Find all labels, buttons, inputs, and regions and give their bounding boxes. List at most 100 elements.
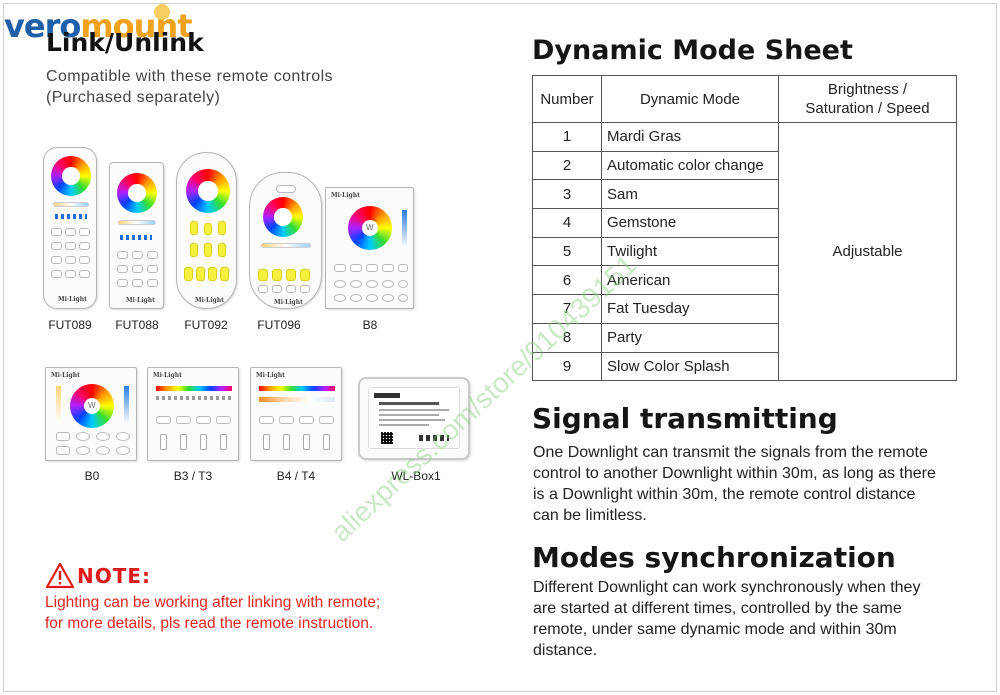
color-wheel-icon (117, 173, 157, 213)
row-number: 9 (532, 351, 602, 382)
button (147, 251, 158, 259)
zone-button (300, 269, 310, 281)
button (132, 251, 143, 259)
button (299, 416, 314, 424)
brightness-bar (261, 243, 311, 248)
header-brightness-line-2: Saturation / Speed (805, 100, 930, 117)
button (286, 285, 296, 293)
button (366, 294, 378, 302)
button (259, 416, 274, 424)
button (350, 294, 362, 302)
button (65, 228, 76, 236)
box-text-line (379, 419, 445, 421)
header-brightness: Brightness / Saturation / Speed (778, 75, 957, 123)
certification-marks (419, 435, 449, 441)
row-number: 5 (532, 236, 602, 267)
button (176, 416, 191, 424)
button (398, 280, 408, 288)
button (272, 285, 282, 293)
level-dots (156, 396, 232, 400)
zone-button (258, 269, 268, 281)
compat-line-1: Compatible with these remote controls (46, 68, 333, 85)
button (79, 228, 90, 236)
row-number: 2 (532, 150, 602, 181)
color-strip (156, 386, 232, 391)
remote-brand: Mi·Light (331, 192, 360, 199)
button (76, 446, 90, 455)
color-wheel-icon (263, 197, 303, 237)
header-dynamic-mode: Dynamic Mode (601, 75, 779, 123)
note-line-2: for more details, pls read the remote in… (45, 615, 374, 632)
row-mode: Party (601, 322, 779, 353)
signal-line-4: can be limitless. (533, 507, 647, 524)
button (51, 242, 62, 250)
box-logo-bar (374, 393, 400, 398)
row-mode: Mardi Gras (601, 122, 779, 152)
row-number: 6 (532, 265, 602, 296)
button (65, 256, 76, 264)
level-dots (55, 214, 87, 219)
remote-brand: Mi·Light (58, 296, 87, 303)
level-dots (120, 235, 152, 240)
warm-strip (259, 397, 335, 402)
qr-code-icon (381, 432, 393, 444)
note-block: NOTE: Lighting can be working after link… (45, 562, 380, 634)
signal-transmitting-text: One Downlight can transmit the signals f… (533, 442, 936, 526)
label-fut089: FUT089 (48, 318, 92, 332)
sync-line-1: Different Downlight can work synchronous… (533, 579, 921, 596)
label-b4-t4: B4 / T4 (276, 469, 316, 483)
remote-brand: Mi·Light (256, 372, 285, 379)
label-wl-box1: WL-Box1 (391, 469, 441, 483)
box-title-bar (379, 402, 439, 405)
table-row: 4 Gemstone (532, 208, 957, 238)
color-wheel-icon (70, 384, 114, 428)
zone-switch (283, 434, 290, 450)
brightness-bar (118, 220, 156, 225)
label-fut092: FUT092 (184, 318, 228, 332)
modes-synchronization-text: Different Downlight can work synchronous… (533, 577, 920, 661)
compat-line-2: (Purchased separately) (46, 89, 221, 106)
button (79, 242, 90, 250)
table-row: 8 Party (532, 322, 957, 353)
zone-button (218, 243, 226, 257)
button (51, 270, 62, 278)
signal-line-1: One Downlight can transmit the signals f… (533, 444, 928, 461)
remote-b4-t4-image: Mi·Light (250, 367, 342, 461)
logo-part-1: vero (4, 7, 81, 45)
label-b0: B0 (84, 469, 100, 483)
row-mode: Sam (601, 179, 779, 210)
remote-brand: Mi·Light (195, 297, 224, 304)
table-row: 9 Slow Color Splash (532, 351, 957, 382)
logo-part-2: mount (80, 7, 192, 45)
row-number: 1 (532, 122, 602, 152)
zone-switch (303, 434, 310, 450)
button (65, 242, 76, 250)
row-mode: Twilight (601, 236, 779, 267)
box-text-line (379, 414, 439, 416)
header-brightness-line-1: Brightness / (827, 81, 908, 98)
zone-button (204, 243, 212, 257)
zone-button (196, 267, 205, 281)
zone-switch (160, 434, 167, 450)
button (76, 432, 90, 441)
button (366, 280, 378, 288)
label-fut096: FUT096 (257, 318, 301, 332)
button (96, 432, 110, 441)
zone-switch (180, 434, 187, 450)
button (258, 285, 268, 293)
button (117, 279, 128, 287)
color-wheel-icon (348, 206, 392, 250)
button (382, 280, 394, 288)
button (79, 256, 90, 264)
zone-button (190, 243, 198, 257)
button (51, 228, 62, 236)
label-b8: B8 (362, 318, 378, 332)
remote-fut088-image: Mi·Light (109, 162, 164, 309)
signal-line-2: control to another Downlight within 30m,… (533, 465, 936, 482)
button (156, 416, 171, 424)
zone-switch (200, 434, 207, 450)
zone-button (190, 221, 198, 235)
button (116, 446, 130, 455)
wheel-center-label: W (88, 401, 96, 410)
sync-line-2: are started at different times, controll… (533, 600, 902, 617)
